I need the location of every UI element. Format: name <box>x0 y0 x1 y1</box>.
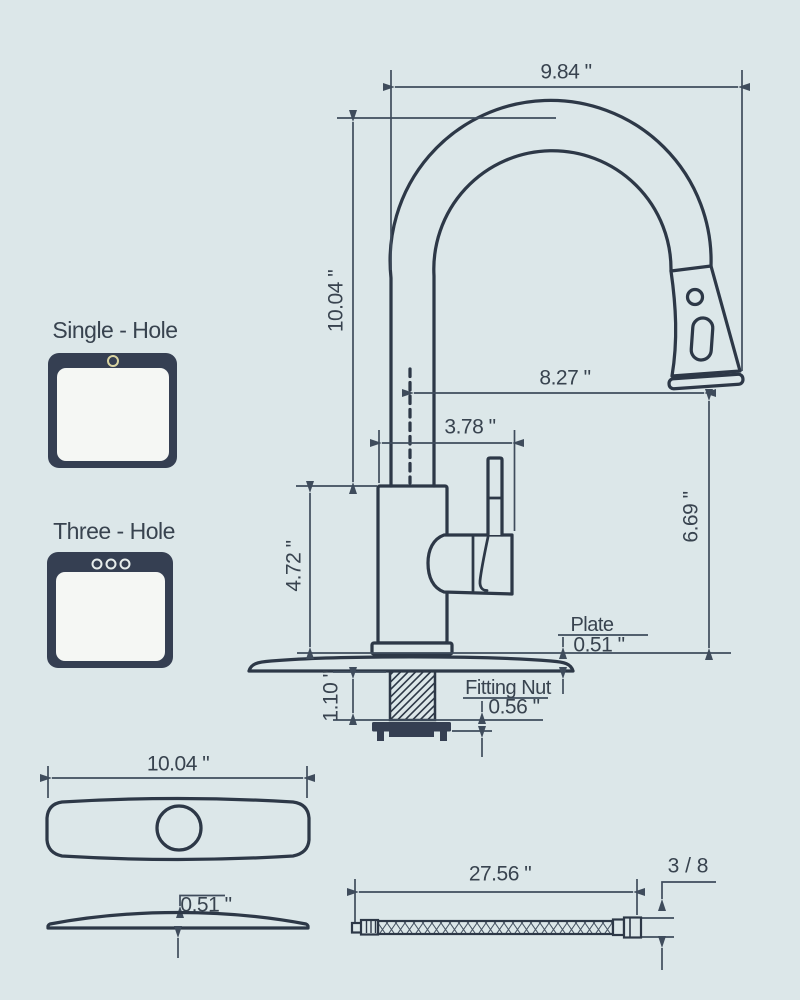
single-hole-dot-icon <box>107 355 119 367</box>
dim-head-clearance: 6.69 " <box>680 389 713 660</box>
dim-body-height-value: 4.72 " <box>283 540 306 591</box>
three-hole-label: Three - Hole <box>53 518 175 544</box>
dim-fitting-nut: Fitting Nut 0.56 " <box>452 677 552 757</box>
dim-head-clearance-value: 6.69 " <box>680 491 703 542</box>
dim-plate-thickness: Plate 0.51 " <box>558 614 648 694</box>
plate-label: Plate <box>570 614 613 636</box>
spout-outer-curve <box>388 98 713 488</box>
spray-button <box>685 287 705 307</box>
mounting-hardware <box>372 669 451 741</box>
deck-plate-thickness-value: 0.51 " <box>180 894 231 917</box>
deck-plate-profile <box>46 910 310 930</box>
mount-option-single: Single - Hole <box>48 317 178 468</box>
dim-head-reach: 8.27 " <box>402 367 716 397</box>
dim-spout-height-value: 10.04 " <box>325 270 348 332</box>
faucet-base-flange <box>370 641 454 656</box>
dim-deck-thickness: 1.10 " <box>320 667 543 725</box>
mount-option-three: Three - Hole <box>47 518 175 668</box>
handle-base <box>426 533 514 596</box>
dim-spout-height: 10.04 " <box>325 110 556 494</box>
deck-plate-hole <box>155 804 203 852</box>
hose-braided-body <box>376 919 615 936</box>
nut-washer <box>389 731 434 737</box>
single-hole-label: Single - Hole <box>52 317 177 343</box>
handle-lever <box>486 456 504 537</box>
three-hole-dot3-icon <box>119 558 131 570</box>
hose-thread-value: 3 / 8 <box>668 855 709 878</box>
dim-spout-reach: 9.84 " <box>383 61 750 371</box>
three-hole-panel <box>56 572 165 661</box>
handle-cap-seam <box>478 535 490 592</box>
fitting-nut <box>372 722 451 732</box>
nut-leg-left <box>377 731 384 741</box>
plate-value: 0.51 " <box>573 634 624 657</box>
spout-inner-curve <box>432 149 673 488</box>
spray-switch-slot <box>689 316 715 362</box>
dim-body-width-value: 3.78 " <box>444 416 495 439</box>
threaded-shank <box>388 669 437 722</box>
hose-left-ferrule <box>359 918 380 936</box>
hose-right-ferrule <box>611 918 626 937</box>
dim-spout-reach-value: 9.84 " <box>540 61 591 84</box>
dim-body-width: 3.78 " <box>370 416 524 531</box>
supply-hose-view: 27.56 " 3 / 8 <box>347 855 716 970</box>
nut-leg-right <box>440 731 447 741</box>
hose-nut <box>622 916 643 939</box>
fitting-nut-label: Fitting Nut <box>465 677 552 699</box>
escutcheon-plate-side <box>247 655 575 673</box>
hose-length-value: 27.56 " <box>469 863 531 886</box>
single-hole-panel <box>57 368 169 461</box>
fitting-nut-value: 0.56 " <box>488 696 539 719</box>
deck-plate-width-value: 10.04 " <box>147 753 209 776</box>
spray-face <box>667 372 745 391</box>
dim-head-reach-value: 8.27 " <box>539 367 590 390</box>
dim-body-height: 4.72 " <box>283 481 377 659</box>
three-hole-dot1-icon <box>91 558 103 570</box>
deck-plate-side-view: 0.51 " <box>46 894 310 958</box>
deck-plate-top-view: 10.04 " <box>40 753 315 862</box>
faucet-front-view <box>370 98 745 656</box>
dim-deck-thickness-value: 1.10 " <box>320 670 343 721</box>
deck-plate-outline <box>45 796 311 862</box>
three-hole-dot2-icon <box>105 558 117 570</box>
